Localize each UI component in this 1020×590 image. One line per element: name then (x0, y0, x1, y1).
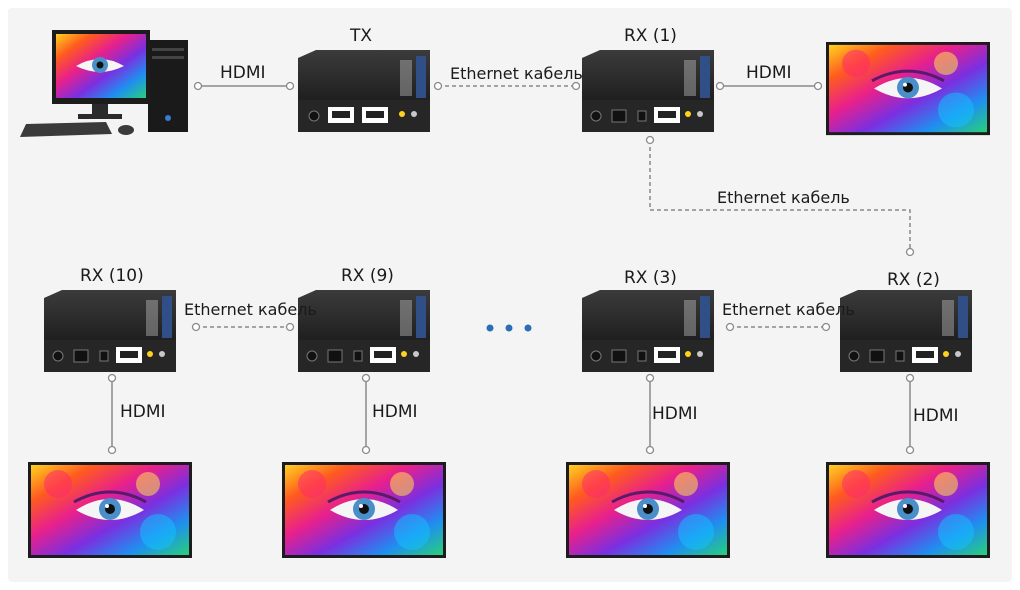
hdmi-label-rx1: HDMI (746, 63, 792, 83)
ethernet-label-rx1-rx2: Ethernet кабель (717, 188, 850, 207)
ellipsis-dots (486, 324, 532, 332)
rx2-display-icon (824, 460, 992, 560)
rx9-extender-icon (297, 289, 431, 373)
hdmi-label-rx10: HDMI (120, 402, 166, 422)
rx2-extender-icon (839, 289, 973, 373)
rx3-extender-icon (581, 289, 715, 373)
hdmi-connections (111, 85, 911, 450)
rx1-display-icon (824, 40, 992, 137)
rx3-display-icon (564, 460, 732, 560)
rx10-display-icon (26, 460, 194, 560)
hdmi-label-rx9: HDMI (372, 402, 418, 422)
tx-label: TX (350, 26, 373, 46)
rx9-display-icon (280, 460, 448, 560)
hdmi-label-computer-tx: HDMI (220, 63, 266, 83)
ethernet-connections (196, 85, 911, 328)
rx10-label: RX (10) (80, 266, 144, 286)
computer-icon (20, 30, 188, 137)
rx2-label: RX (2) (887, 270, 940, 290)
rx1-extender-icon (581, 49, 715, 133)
hdmi-label-rx3: HDMI (652, 404, 698, 424)
rx9-label: RX (9) (341, 266, 394, 286)
tx-extender-icon (297, 49, 431, 133)
connector-dots (107, 81, 915, 455)
ethernet-label-rx2-rx3: Ethernet кабель (722, 300, 855, 319)
ethernet-label-tx-rx1: Ethernet кабель (450, 64, 583, 83)
rx1-label: RX (1) (624, 26, 677, 46)
ethernet-label-rx9-rx10: Ethernet кабель (184, 300, 317, 319)
hdmi-label-rx2: HDMI (913, 406, 959, 426)
rx3-label: RX (3) (624, 268, 677, 288)
rx10-extender-icon (43, 289, 177, 373)
